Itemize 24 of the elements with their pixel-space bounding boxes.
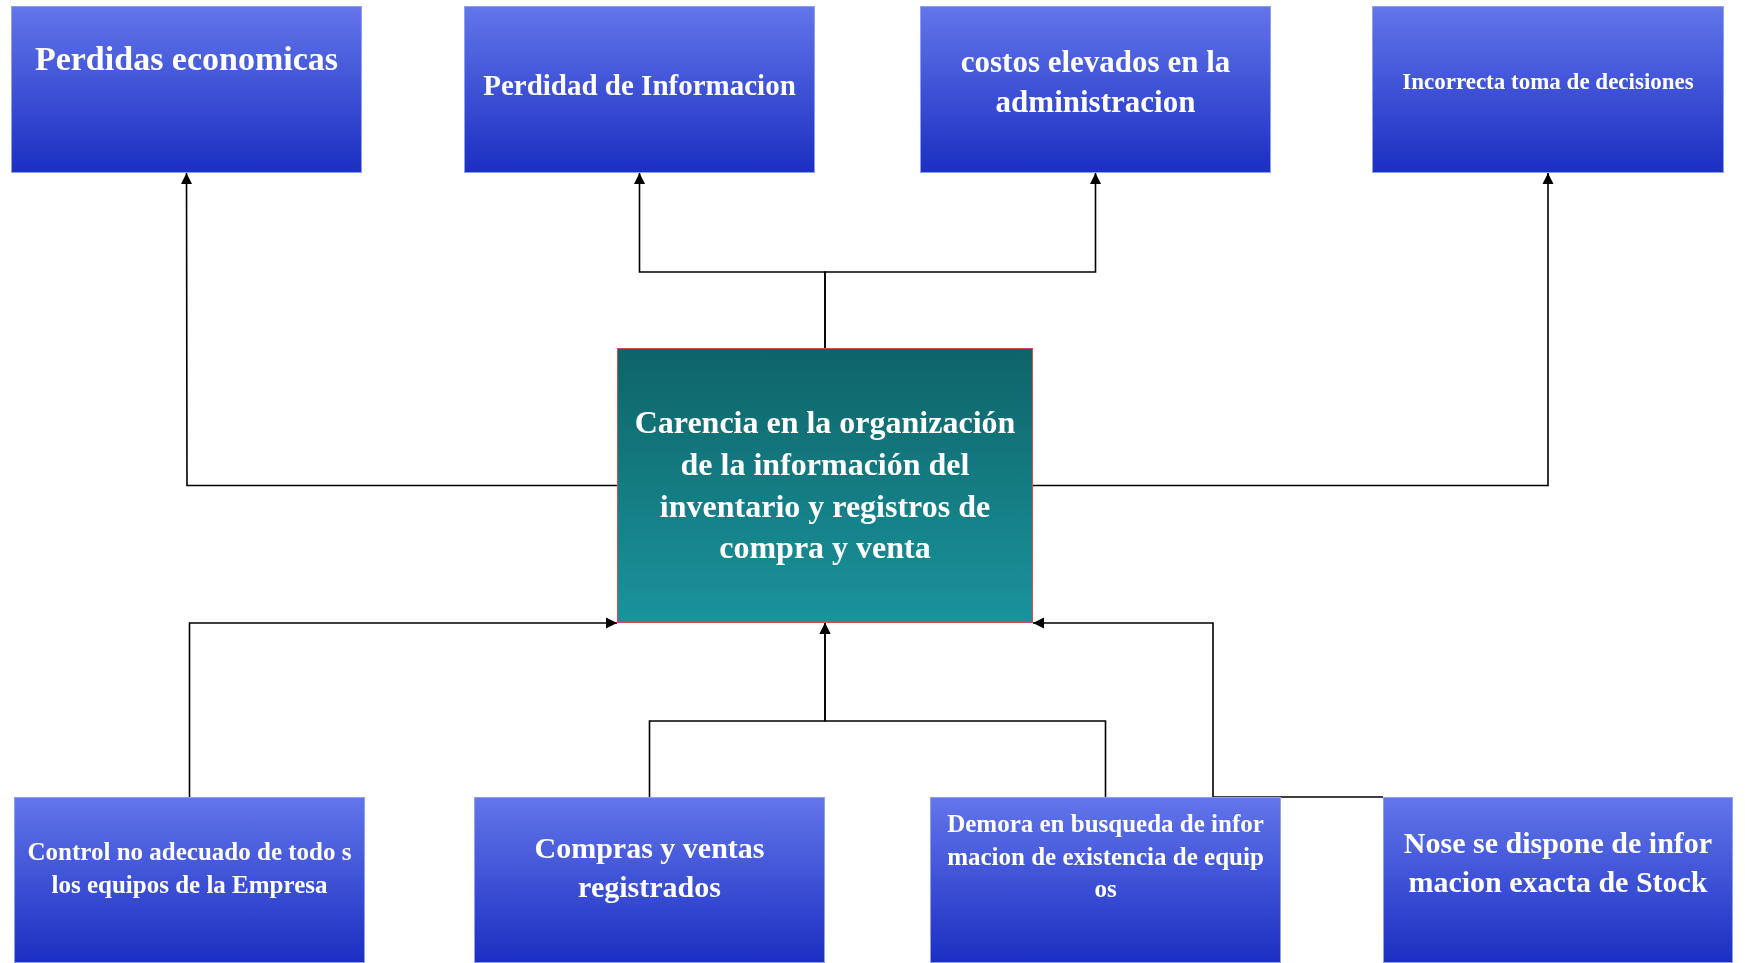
box-text: Carencia en la organización de la información del inventario y registros de compra y venta xyxy=(633,403,1017,568)
arrow xyxy=(188,617,618,798)
arrow xyxy=(819,622,1107,798)
box-text: costos elevados en la administracion xyxy=(959,43,1232,122)
cause-box xyxy=(474,797,825,963)
arrow xyxy=(824,172,1102,349)
arrow xyxy=(180,172,618,487)
box-text: Demora en busqueda de infor macion de existencia de equip os xyxy=(946,809,1265,904)
effect-box xyxy=(1372,6,1724,173)
box-text: Incorrecta toma de decisiones xyxy=(1402,68,1694,96)
box-text: Control no adecuado de todo s los equipos de la Empresa xyxy=(26,837,353,900)
cause-box xyxy=(14,797,365,963)
arrow xyxy=(1032,617,1384,798)
problem-box xyxy=(617,348,1033,623)
effect-box xyxy=(464,6,815,173)
effect-box xyxy=(920,6,1271,173)
cause-box xyxy=(1383,797,1733,963)
cause-box xyxy=(930,797,1281,963)
box-text: Compras y ventas registrados xyxy=(533,830,766,905)
arrow xyxy=(1032,172,1554,487)
box-text: Nose se dispone de infor macion exacta de Stock xyxy=(1402,825,1714,900)
box-text: Perdidas economicas xyxy=(34,39,339,79)
box-text: Perdidad de Informacion xyxy=(483,68,796,103)
effect-box xyxy=(11,6,362,173)
